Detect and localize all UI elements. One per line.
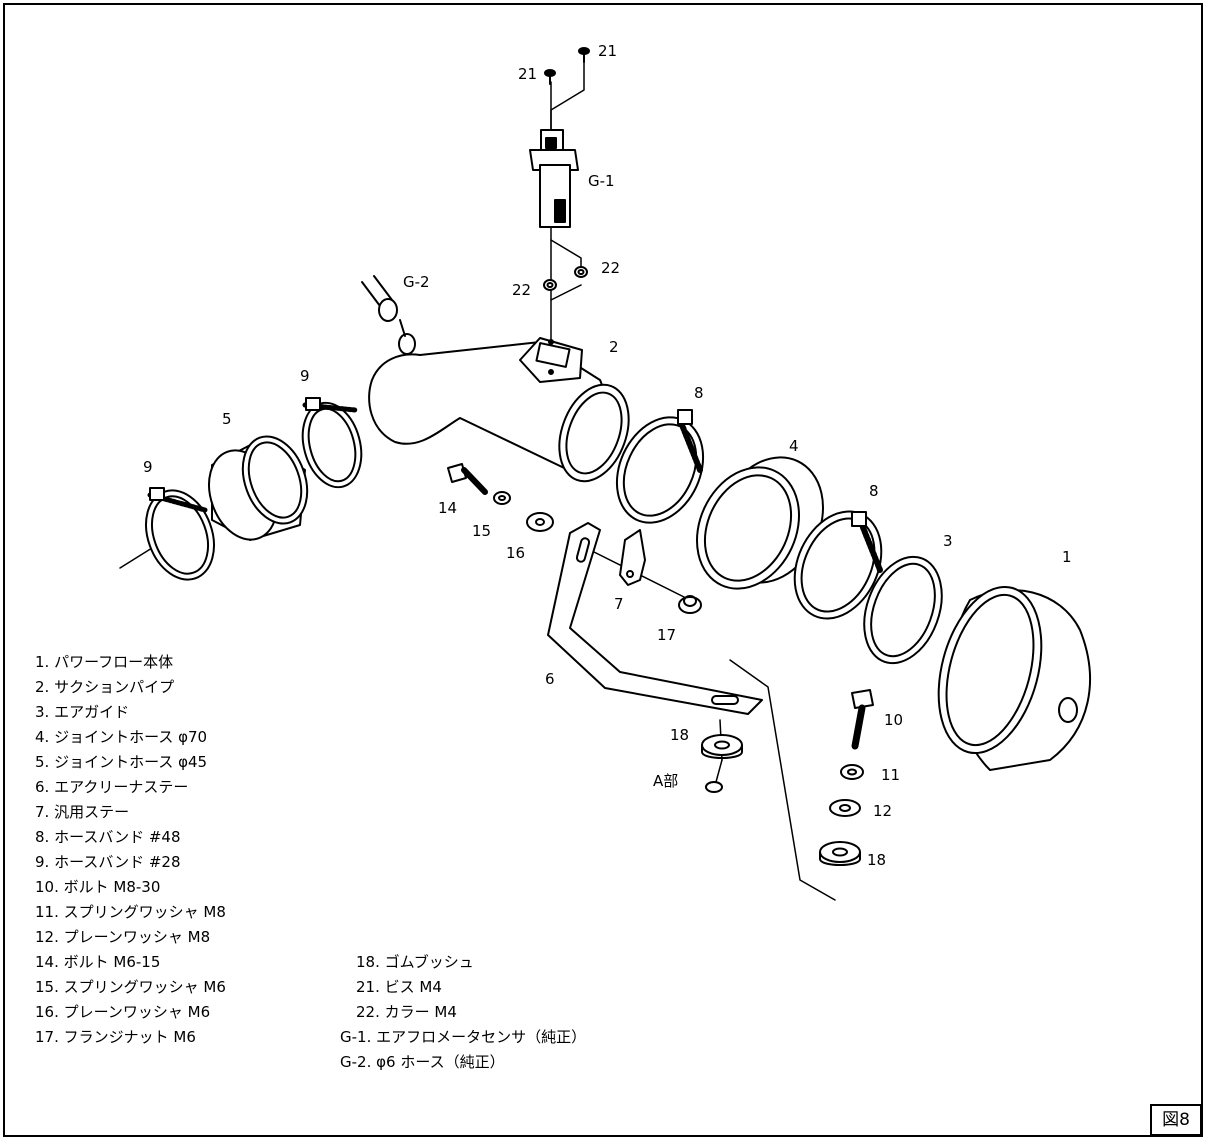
callout-a-part: A部 [653, 772, 679, 790]
callout-11: 11 [881, 766, 901, 784]
legend-item: 6. エアクリーナステー [35, 778, 189, 796]
legend-item: 15. スプリングワッシャ M6 [35, 978, 226, 996]
plain-washer-12 [829, 799, 861, 817]
callout-4: 4 [789, 437, 799, 455]
screw-21-b [544, 69, 556, 85]
joint-hose-45 [208, 435, 309, 541]
power-flow-body [937, 585, 1091, 771]
callout-2: 2 [609, 338, 619, 356]
legend-item: 5. ジョイントホース φ45 [35, 753, 208, 771]
legend-item: 21. ビス M4 [356, 978, 442, 996]
callout-g1: G-1 [588, 172, 615, 190]
legend-item: 12. プレーンワッシャ M8 [35, 928, 211, 946]
hose-band-8-upper [615, 409, 705, 524]
callout-21: 21 [598, 42, 618, 60]
bolt-10 [851, 689, 874, 750]
flange-nut-17 [678, 595, 702, 614]
rubber-bush-18-a [701, 734, 743, 759]
callout-16: 16 [506, 544, 526, 562]
plain-washer-16 [526, 512, 554, 532]
collar-22-a [574, 266, 588, 278]
a-part-washer [705, 759, 723, 793]
callout-5: 5 [222, 410, 232, 428]
callout-14: 14 [438, 499, 458, 517]
callout-22: 22 [512, 281, 532, 299]
callout-7: 7 [614, 595, 624, 613]
legend-item: 10. ボルト M8-30 [35, 878, 161, 896]
callout-g2: G-2 [403, 273, 430, 291]
general-stay [619, 529, 646, 586]
parts-legend-right: 18. ゴムブッシュ 21. ビス M4 22. カラー M4 G-1. エアフ… [340, 950, 586, 1075]
callout-17: 17 [657, 626, 677, 644]
legend-item: 17. フランジナット M6 [35, 1028, 196, 1046]
rubber-bush-18-b [819, 841, 861, 866]
callout-18: 18 [867, 851, 887, 869]
legend-item: 18. ゴムブッシュ [356, 953, 474, 971]
suction-pipe [368, 337, 630, 483]
legend-item: 9. ホースバンド #28 [35, 853, 181, 871]
callout-6: 6 [545, 670, 555, 688]
legend-item: 8. ホースバンド #48 [35, 828, 181, 846]
spring-washer-15 [493, 491, 511, 505]
legend-item: 1. パワーフロー本体 [35, 653, 174, 671]
callout-10: 10 [884, 711, 904, 729]
callout-8: 8 [869, 482, 879, 500]
air-flow-meter-sensor [529, 129, 579, 228]
spring-washer-11 [840, 764, 864, 780]
legend-item: 14. ボルト M6-15 [35, 953, 161, 971]
callout-1: 1 [1062, 548, 1072, 566]
collar-22-b [543, 279, 557, 291]
legend-item: 16. プレーンワッシャ M6 [35, 1003, 211, 1021]
legend-item: 3. エアガイド [35, 703, 130, 721]
legend-item: 11. スプリングワッシャ M8 [35, 903, 226, 921]
legend-item: G-2. φ6 ホース（純正） [340, 1053, 505, 1071]
hose-band-9-right [301, 397, 363, 489]
parts-legend-left: 1. パワーフロー本体 2. サクションパイプ 3. エアガイド 4. ジョイン… [35, 650, 226, 1050]
callout-12: 12 [873, 802, 893, 820]
hose-band-9-left [145, 487, 215, 581]
hose-band-8-lower [793, 510, 883, 620]
air-guide [863, 555, 943, 665]
callout-9: 9 [300, 367, 310, 385]
air-cleaner-stay [547, 522, 763, 715]
callout-15: 15 [472, 522, 492, 540]
legend-item: 2. サクションパイプ [35, 678, 175, 696]
diagram-frame [3, 3, 1203, 1137]
callout-3: 3 [943, 532, 953, 550]
callout-9: 9 [143, 458, 153, 476]
callout-21: 21 [518, 65, 538, 83]
legend-item: 4. ジョイントホース φ70 [35, 728, 208, 746]
callout-18: 18 [670, 726, 690, 744]
callout-22: 22 [601, 259, 621, 277]
legend-item: G-1. エアフロメータセンサ（純正） [340, 1028, 587, 1046]
screw-21-a [578, 47, 590, 63]
bolt-14 [447, 463, 488, 495]
callout-8: 8 [694, 384, 704, 402]
hose-g2 [361, 275, 416, 355]
legend-item: 7. 汎用ステー [35, 803, 130, 821]
legend-item: 22. カラー M4 [356, 1003, 457, 1021]
figure-label: 図8 [1150, 1104, 1202, 1136]
